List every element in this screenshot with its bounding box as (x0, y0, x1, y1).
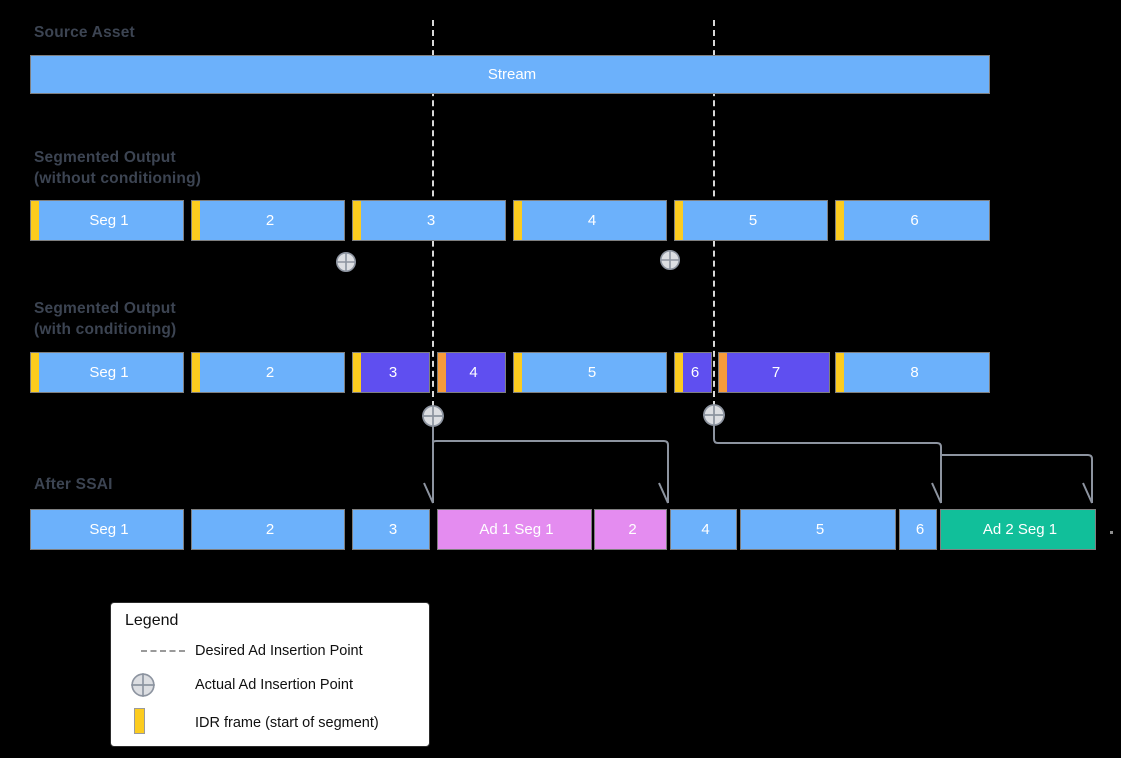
ssai-seg-3: 3 (352, 509, 430, 550)
seg-c-7-label: 7 (771, 364, 781, 381)
ssai-seg-1-label: Seg 1 (89, 521, 129, 538)
ssai-seg-2: 2 (191, 509, 345, 550)
ssai-ad1-seg-2: 2 (594, 509, 667, 550)
actual-insertion-point-icon (702, 403, 725, 426)
legend-item-idr-label: IDR frame (start of segment) (195, 715, 379, 731)
actual-insertion-point-icon (659, 249, 681, 271)
seg-nc-3: 3 (352, 200, 506, 241)
legend-title: Legend (125, 612, 179, 629)
idr-frame-icon (353, 353, 361, 392)
dashed-line-icon (141, 650, 185, 652)
ssai-seg-2-label: 2 (265, 521, 275, 538)
seg-nc-1: Seg 1 (30, 200, 184, 241)
seg-nc-4: 4 (513, 200, 667, 241)
seg-c-2-label: 2 (265, 364, 275, 381)
idr-frame-icon (134, 708, 145, 734)
ssai-seg-3-label: 3 (388, 521, 398, 538)
seg-c-5: 5 (513, 352, 667, 393)
legend-box: Legend Desired Ad Insertion Point Actual… (110, 602, 430, 747)
seg-nc-4-label: 4 (587, 212, 597, 229)
idr-frame-icon (353, 201, 361, 240)
idr-frame-icon (192, 201, 200, 240)
idr-frame-icon (719, 353, 727, 392)
idr-frame-icon (31, 201, 39, 240)
seg-c-3-label: 3 (388, 364, 398, 381)
legend-item-actual-label: Actual Ad Insertion Point (195, 677, 353, 693)
idr-frame-icon (675, 201, 683, 240)
ssai-ad1-seg-1-label: Ad 1 Seg 1 (479, 521, 554, 538)
idr-frame-icon (438, 353, 446, 392)
idr-frame-icon (31, 353, 39, 392)
seg-nc-6-label: 6 (910, 212, 919, 229)
source-stream-label: Stream (487, 66, 537, 83)
actual-insertion-point-icon (335, 251, 357, 273)
row-label-with-conditioning: Segmented Output (with conditioning) (34, 300, 177, 338)
idr-frame-icon (514, 201, 522, 240)
ssai-seg-4: 4 (670, 509, 737, 550)
seg-c-1: Seg 1 (30, 352, 184, 393)
trailing-dot (1110, 531, 1113, 534)
ssai-seg-6: 6 (899, 509, 937, 550)
seg-nc-5-label: 5 (748, 212, 758, 229)
ssai-seg-4-label: 4 (701, 521, 710, 538)
seg-nc-5: 5 (674, 200, 828, 241)
row-label-source-asset: Source Asset (34, 24, 135, 41)
seg-c-4: 4 (437, 352, 506, 393)
legend-item-desired-label: Desired Ad Insertion Point (195, 643, 363, 659)
idr-frame-icon (192, 353, 200, 392)
idr-frame-icon (514, 353, 522, 392)
ssai-seg-5-label: 5 (815, 521, 825, 538)
seg-nc-2-label: 2 (265, 212, 275, 229)
seg-c-2: 2 (191, 352, 345, 393)
seg-c-8: 8 (835, 352, 990, 393)
seg-c-7: 7 (718, 352, 830, 393)
row-label-without-conditioning: Segmented Output (without conditioning) (34, 149, 202, 187)
idr-frame-icon (836, 353, 844, 392)
seg-c-1-label: Seg 1 (89, 364, 129, 381)
source-stream-bar: Stream (30, 55, 990, 94)
actual-insertion-point-icon (421, 404, 444, 427)
ssai-ad1-seg-2-label: 2 (628, 521, 637, 538)
seg-c-6-label: 6 (690, 364, 700, 381)
idr-frame-icon (675, 353, 683, 392)
seg-nc-6: 6 (835, 200, 990, 241)
ssai-ad1-seg-1: Ad 1 Seg 1 (437, 509, 592, 550)
seg-c-4-label: 4 (469, 364, 478, 381)
ssai-seg-6-label: 6 (915, 521, 925, 538)
seg-c-5-label: 5 (587, 364, 597, 381)
ssai-seg-1: Seg 1 (30, 509, 184, 550)
seg-nc-1-label: Seg 1 (89, 212, 129, 229)
seg-c-8-label: 8 (910, 364, 919, 381)
seg-nc-2: 2 (191, 200, 345, 241)
ssai-ad2-seg-1: Ad 2 Seg 1 (940, 509, 1096, 550)
ssai-ad2-seg-1-label: Ad 2 Seg 1 (982, 521, 1058, 538)
seg-c-3: 3 (352, 352, 430, 393)
seg-c-6: 6 (674, 352, 712, 393)
idr-frame-icon (836, 201, 844, 240)
legend-item-actual (130, 672, 156, 698)
ssai-seg-5: 5 (740, 509, 896, 550)
crosshair-icon (131, 673, 155, 697)
row-label-after-ssai: After SSAI (34, 476, 113, 493)
seg-nc-3-label: 3 (426, 212, 436, 229)
